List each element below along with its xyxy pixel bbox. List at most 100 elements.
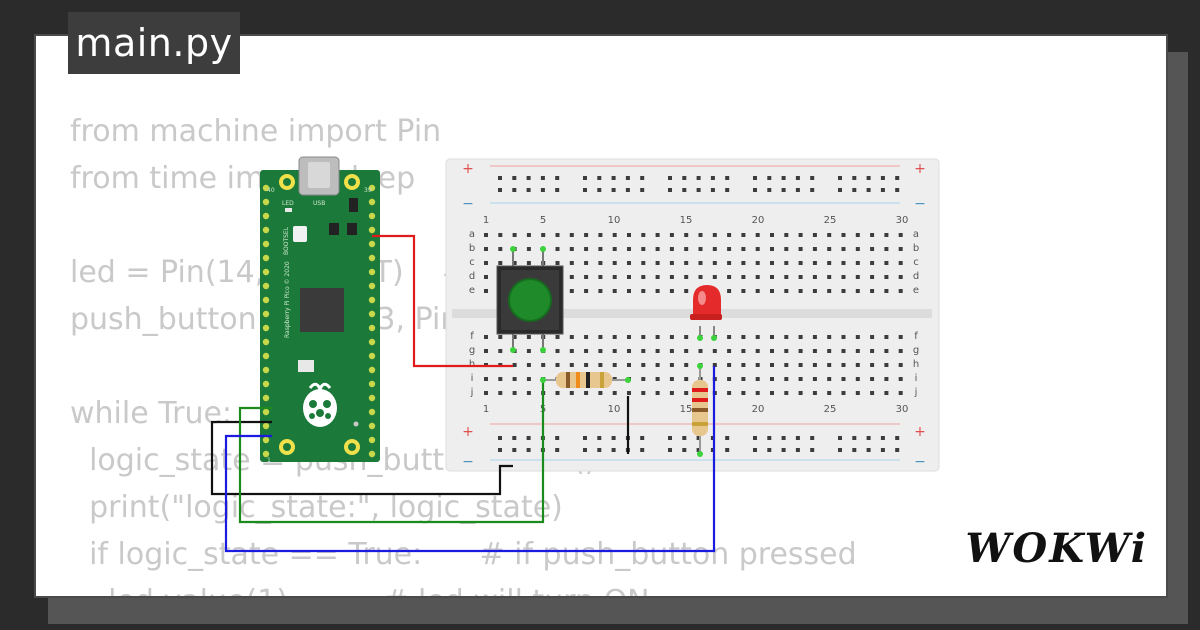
- breadboard-hole[interactable]: [841, 335, 846, 339]
- breadboard-hole[interactable]: [727, 247, 732, 251]
- breadboard-hole[interactable]: [866, 448, 871, 452]
- breadboard-hole[interactable]: [770, 377, 774, 381]
- breadboard-hole[interactable]: [725, 448, 730, 452]
- breadboard-hole[interactable]: [627, 233, 631, 237]
- breadboard-hole[interactable]: [569, 335, 574, 339]
- breadboard-hole[interactable]: [598, 349, 603, 353]
- breadboard-hole[interactable]: [526, 188, 531, 192]
- breadboard-hole[interactable]: [727, 377, 732, 381]
- breadboard-hole[interactable]: [827, 289, 832, 293]
- pico-pin[interactable]: [262, 268, 270, 276]
- breadboard-hole[interactable]: [810, 176, 815, 180]
- breadboard-hole[interactable]: [781, 448, 786, 452]
- breadboard-hole[interactable]: [855, 261, 860, 265]
- breadboard-hole[interactable]: [870, 289, 875, 293]
- breadboard-hole[interactable]: [784, 335, 789, 339]
- breadboard-hole[interactable]: [641, 289, 646, 293]
- breadboard-hole[interactable]: [627, 349, 631, 353]
- breadboard-hole[interactable]: [555, 247, 560, 251]
- breadboard-hole[interactable]: [640, 436, 645, 440]
- breadboard-hole[interactable]: [798, 335, 803, 339]
- breadboard-hole[interactable]: [698, 247, 703, 251]
- breadboard-hole[interactable]: [498, 233, 503, 237]
- breadboard-hole[interactable]: [827, 349, 832, 353]
- breadboard-hole[interactable]: [841, 377, 846, 381]
- breadboard-hole[interactable]: [870, 391, 875, 395]
- breadboard-hole[interactable]: [812, 233, 817, 237]
- breadboard-hole[interactable]: [741, 261, 746, 265]
- breadboard-hole[interactable]: [684, 349, 689, 353]
- breadboard-hole[interactable]: [855, 391, 860, 395]
- breadboard-hole[interactable]: [584, 349, 589, 353]
- pico-pin[interactable]: [368, 352, 376, 360]
- breadboard-hole[interactable]: [583, 188, 587, 192]
- pico-pin[interactable]: [262, 198, 270, 206]
- breadboard-hole[interactable]: [727, 233, 732, 237]
- push-button[interactable]: [496, 246, 564, 353]
- breadboard-hole[interactable]: [669, 275, 674, 279]
- breadboard-hole[interactable]: [484, 289, 488, 293]
- breadboard-hole[interactable]: [569, 261, 574, 265]
- breadboard-hole[interactable]: [870, 363, 875, 367]
- breadboard-hole[interactable]: [669, 335, 674, 339]
- breadboard-hole[interactable]: [741, 275, 746, 279]
- breadboard-hole[interactable]: [541, 363, 546, 367]
- breadboard-hole[interactable]: [784, 377, 789, 381]
- breadboard-hole[interactable]: [827, 391, 832, 395]
- breadboard-hole[interactable]: [627, 247, 631, 251]
- breadboard-hole[interactable]: [827, 275, 832, 279]
- breadboard-hole[interactable]: [611, 436, 616, 440]
- breadboard-hole[interactable]: [895, 188, 900, 192]
- pico-pin[interactable]: [368, 450, 376, 458]
- pico-pin[interactable]: [262, 310, 270, 318]
- breadboard-hole[interactable]: [526, 176, 531, 180]
- breadboard-hole[interactable]: [755, 233, 760, 237]
- breadboard-hole[interactable]: [584, 261, 589, 265]
- raspberry-pi-pico-board[interactable]: 40 39 LED USB BOOTSEL Raspberry Pi Pico …: [260, 156, 380, 464]
- breadboard-hole[interactable]: [684, 233, 689, 237]
- breadboard-hole[interactable]: [555, 233, 560, 237]
- breadboard-hole[interactable]: [669, 391, 674, 395]
- breadboard-hole[interactable]: [498, 448, 502, 452]
- breadboard-hole[interactable]: [898, 261, 903, 265]
- breadboard-hole[interactable]: [612, 349, 617, 353]
- breadboard-hole[interactable]: [741, 349, 746, 353]
- breadboard-hole[interactable]: [555, 335, 560, 339]
- pico-pin[interactable]: [262, 212, 270, 220]
- breadboard-hole[interactable]: [655, 335, 660, 339]
- breadboard-hole[interactable]: [484, 233, 488, 237]
- pico-pin[interactable]: [262, 338, 270, 346]
- breadboard-hole[interactable]: [725, 176, 730, 180]
- breadboard-hole[interactable]: [880, 436, 885, 440]
- breadboard-hole[interactable]: [712, 275, 717, 279]
- breadboard-hole[interactable]: [698, 233, 703, 237]
- breadboard-hole[interactable]: [812, 349, 817, 353]
- breadboard-hole[interactable]: [855, 275, 860, 279]
- breadboard-hole[interactable]: [512, 448, 517, 452]
- breadboard-hole[interactable]: [669, 289, 674, 293]
- breadboard-hole[interactable]: [812, 261, 817, 265]
- breadboard-hole[interactable]: [641, 363, 646, 367]
- breadboard-hole[interactable]: [669, 349, 674, 353]
- breadboard-hole[interactable]: [767, 448, 772, 452]
- breadboard-hole[interactable]: [584, 391, 589, 395]
- breadboard-hole[interactable]: [668, 188, 672, 192]
- breadboard-hole[interactable]: [696, 436, 701, 440]
- breadboard-hole[interactable]: [698, 349, 703, 353]
- breadboard-hole[interactable]: [827, 377, 832, 381]
- breadboard-hole[interactable]: [611, 188, 616, 192]
- breadboard-hole[interactable]: [727, 391, 732, 395]
- breadboard-hole[interactable]: [627, 289, 631, 293]
- breadboard-hole[interactable]: [696, 448, 701, 452]
- pico-pin[interactable]: [262, 254, 270, 262]
- red-led[interactable]: [690, 285, 722, 341]
- breadboard-hole[interactable]: [712, 247, 717, 251]
- breadboard-hole[interactable]: [753, 448, 757, 452]
- breadboard-hole[interactable]: [798, 391, 803, 395]
- breadboard-hole[interactable]: [526, 349, 531, 353]
- breadboard-hole[interactable]: [669, 233, 674, 237]
- breadboard-hole[interactable]: [684, 261, 689, 265]
- breadboard-hole[interactable]: [798, 275, 803, 279]
- breadboard-hole[interactable]: [884, 349, 889, 353]
- breadboard-hole[interactable]: [668, 176, 672, 180]
